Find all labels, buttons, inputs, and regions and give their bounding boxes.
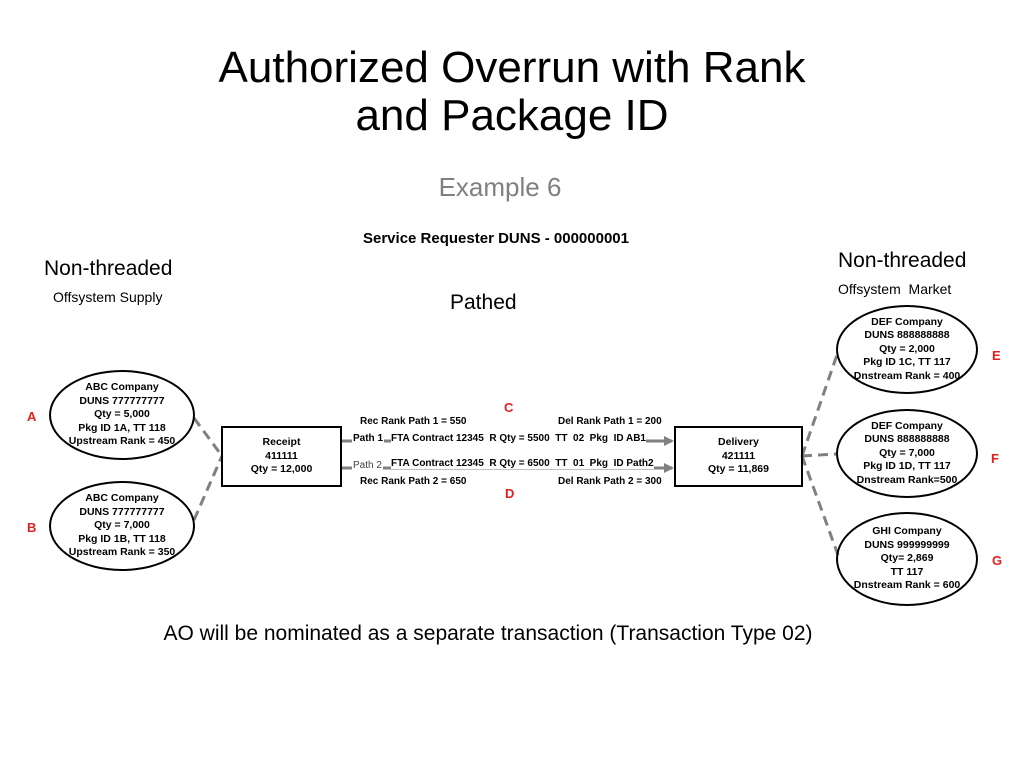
node-line: GHI Company bbox=[872, 525, 942, 538]
node-line: Qty = 7,000 bbox=[879, 446, 935, 459]
page-subtitle: Example 6 bbox=[438, 172, 562, 202]
path2-del-rank: Del Rank Path 2 = 300 bbox=[558, 476, 662, 487]
node-line: Pkg ID 1D, TT 117 bbox=[863, 460, 951, 473]
connector-delivery-e bbox=[800, 351, 840, 457]
path1-rec-rank: Rec Rank Path 1 = 550 bbox=[360, 416, 467, 427]
market-node-f-text: DEF Company DUNS 888888888 Qty = 7,000 P… bbox=[857, 420, 958, 488]
node-line: DUNS 999999999 bbox=[864, 538, 950, 551]
node-line: Pkg ID 1A, TT 118 bbox=[78, 421, 166, 434]
delivery-text: Delivery 421111 Qty = 11,869 bbox=[708, 436, 769, 477]
supply-node-b-text: ABC Company DUNS 777777777 Qty = 7,000 P… bbox=[69, 492, 176, 560]
connector-b-receipt bbox=[192, 455, 224, 521]
node-line: Delivery bbox=[718, 436, 759, 449]
node-line: Upstream Rank = 350 bbox=[68, 546, 176, 559]
receipt-box: Receipt 411111 Qty = 12,000 bbox=[221, 426, 342, 487]
left-subheading: Offsystem Supply bbox=[53, 289, 163, 305]
path1-del-rank: Del Rank Path 1 = 200 bbox=[558, 416, 662, 427]
node-line: ABC Company bbox=[85, 381, 159, 394]
supply-node-a-text: ABC Company DUNS 777777777 Qty = 5,000 P… bbox=[69, 381, 176, 449]
path2-detail: FTA Contract 12345 R Qty = 6500 TT 01 Pk… bbox=[391, 458, 654, 469]
node-line: Qty = 5,000 bbox=[94, 408, 150, 421]
node-line: DEF Company bbox=[871, 315, 943, 328]
path1-name: Path 1 bbox=[352, 433, 385, 444]
node-line: DUNS 777777777 bbox=[79, 505, 165, 518]
node-line: 411111 bbox=[265, 449, 298, 462]
connector-delivery-f bbox=[801, 452, 837, 458]
label-c: C bbox=[504, 400, 514, 415]
label-a: A bbox=[27, 409, 37, 424]
market-node-e: DEF Company DUNS 888888888 Qty = 2,000 P… bbox=[836, 305, 978, 394]
connector-a-receipt bbox=[192, 417, 224, 457]
connector-delivery-g bbox=[800, 455, 840, 556]
node-line: Qty = 2,000 bbox=[879, 342, 935, 355]
path1-detail: FTA Contract 12345 R Qty = 5500 TT 02 Pk… bbox=[391, 433, 646, 444]
node-line: Qty= 2,869 bbox=[880, 552, 934, 565]
service-requester-label: Service Requester DUNS - 000000001 bbox=[363, 230, 629, 247]
supply-node-a: ABC Company DUNS 777777777 Qty = 5,000 P… bbox=[49, 370, 195, 460]
right-heading: Non-threaded bbox=[838, 249, 967, 272]
node-line: DUNS 888888888 bbox=[864, 433, 950, 446]
left-heading: Non-threaded bbox=[44, 257, 173, 280]
node-line: TT 117 bbox=[890, 565, 924, 578]
node-line: DEF Company bbox=[871, 419, 943, 432]
node-line: Pkg ID 1C, TT 117 bbox=[863, 356, 951, 369]
title-line-2: and Package ID bbox=[355, 91, 669, 140]
node-line: Pkg ID 1B, TT 118 bbox=[78, 532, 166, 545]
delivery-box: Delivery 421111 Qty = 11,869 bbox=[674, 426, 803, 487]
label-f: F bbox=[991, 451, 999, 466]
node-line: Upstream Rank = 450 bbox=[68, 435, 176, 448]
page-title: Authorized Overrun with Rank and Package… bbox=[0, 44, 1024, 140]
market-node-e-text: DEF Company DUNS 888888888 Qty = 2,000 P… bbox=[854, 316, 961, 384]
path2-name: Path 2 bbox=[352, 460, 383, 471]
supply-node-b: ABC Company DUNS 777777777 Qty = 7,000 P… bbox=[49, 481, 195, 571]
footer-note: AO will be nominated as a separate trans… bbox=[163, 622, 813, 645]
node-line: Receipt bbox=[262, 436, 301, 449]
label-d: D bbox=[505, 486, 515, 501]
node-line: 421111 bbox=[721, 449, 756, 462]
node-line: Qty = 7,000 bbox=[94, 519, 150, 532]
label-g: G bbox=[992, 553, 1003, 568]
label-e: E bbox=[992, 348, 1001, 363]
node-line: Dnstream Rank=500 bbox=[856, 473, 958, 486]
node-line: Dnstream Rank = 400 bbox=[853, 369, 961, 382]
market-node-g-text: GHI Company DUNS 999999999 Qty= 2,869 TT… bbox=[854, 525, 961, 593]
receipt-text: Receipt 411111 Qty = 12,000 bbox=[251, 436, 313, 477]
path2-rec-rank: Rec Rank Path 2 = 650 bbox=[360, 476, 467, 487]
market-node-g: GHI Company DUNS 999999999 Qty= 2,869 TT… bbox=[836, 512, 978, 606]
node-line: Dnstream Rank = 600 bbox=[853, 579, 961, 592]
market-node-f: DEF Company DUNS 888888888 Qty = 7,000 P… bbox=[836, 409, 978, 498]
title-line-1: Authorized Overrun with Rank bbox=[218, 43, 806, 92]
middle-heading: Pathed bbox=[450, 291, 517, 314]
node-line: ABC Company bbox=[85, 492, 159, 505]
node-line: Qty = 12,000 bbox=[250, 463, 313, 476]
right-subheading: Offsystem Market bbox=[838, 281, 952, 297]
node-line: DUNS 777777777 bbox=[79, 394, 165, 407]
label-b: B bbox=[27, 520, 37, 535]
node-line: Qty = 11,869 bbox=[707, 463, 769, 476]
node-line: DUNS 888888888 bbox=[864, 329, 950, 342]
